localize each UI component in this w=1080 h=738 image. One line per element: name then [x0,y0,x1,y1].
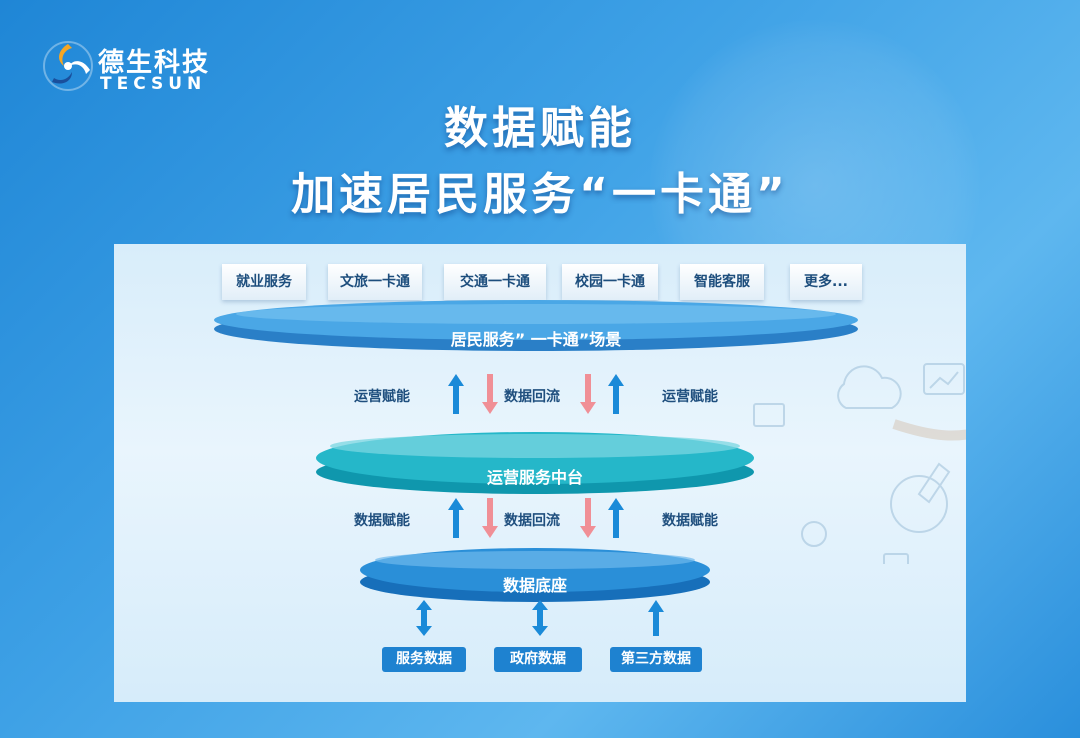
flow-upper-right-label: 运营赋能 [662,389,718,405]
decorative-icons [753,363,966,564]
layer-data-base-label: 数据底座 [502,576,567,595]
arrow-up-icon [448,374,464,414]
tecsun-logo-icon [43,41,93,91]
page-title: 数据赋能 [444,103,636,154]
arrow-up-icon [608,374,624,414]
page-subtitle: 加速居民服务“一卡通” [291,169,789,220]
scenario-tab-campus-card[interactable]: 校园一卡通 [562,264,658,300]
arrow-up-icon [608,498,624,538]
layer-scenario-label: 居民服务” 一卡通”场景 [450,330,622,349]
arrow-bidirectional-icon [416,600,432,636]
arrow-down-icon [580,374,596,414]
layer-operations-label: 运营服务中台 [486,468,583,487]
arrow-down-icon [482,374,498,414]
layer-scenario-disk: 居民服务” 一卡通”场景 [214,296,858,354]
arrow-down-icon [580,498,596,538]
layer-operations-disk: 运营服务中台 [316,428,754,496]
flow-upper-left-label: 运营赋能 [354,389,410,405]
flow-lower-right-label: 数据赋能 [662,513,718,529]
brand-name-en: TECSUN [100,74,207,94]
brand-name-cn: 德生科技 [98,48,211,78]
flow-upper-center-label: 数据回流 [504,389,560,405]
scenario-tab-employment[interactable]: 就业服务 [222,264,306,300]
layer-data-base-disk: 数据底座 [360,546,710,604]
arrow-up-icon [448,498,464,538]
arrow-up-icon [648,600,664,636]
scenario-tab-smart-service[interactable]: 智能客服 [680,264,764,300]
arrow-bidirectional-icon [532,600,548,636]
flow-lower-left-label: 数据赋能 [354,513,410,529]
source-government-data: 政府数据 [494,647,582,672]
scenario-tab-transport-card[interactable]: 交通一卡通 [444,264,546,300]
brand-logo: 德生科技 TECSUN [42,38,242,98]
flow-lower-center-label: 数据回流 [504,513,560,529]
layer-scenario-disk-shape [214,300,858,351]
source-service-data: 服务数据 [382,647,466,672]
layer-data-base-disk-shape [360,548,710,602]
scenario-tab-more[interactable]: 更多... [790,264,862,300]
source-third-party-data: 第三方数据 [610,647,702,672]
layer-operations-disk-shape [316,432,754,494]
scenario-tab-tourism-card[interactable]: 文旅一卡通 [328,264,422,300]
arrow-down-icon [482,498,498,538]
